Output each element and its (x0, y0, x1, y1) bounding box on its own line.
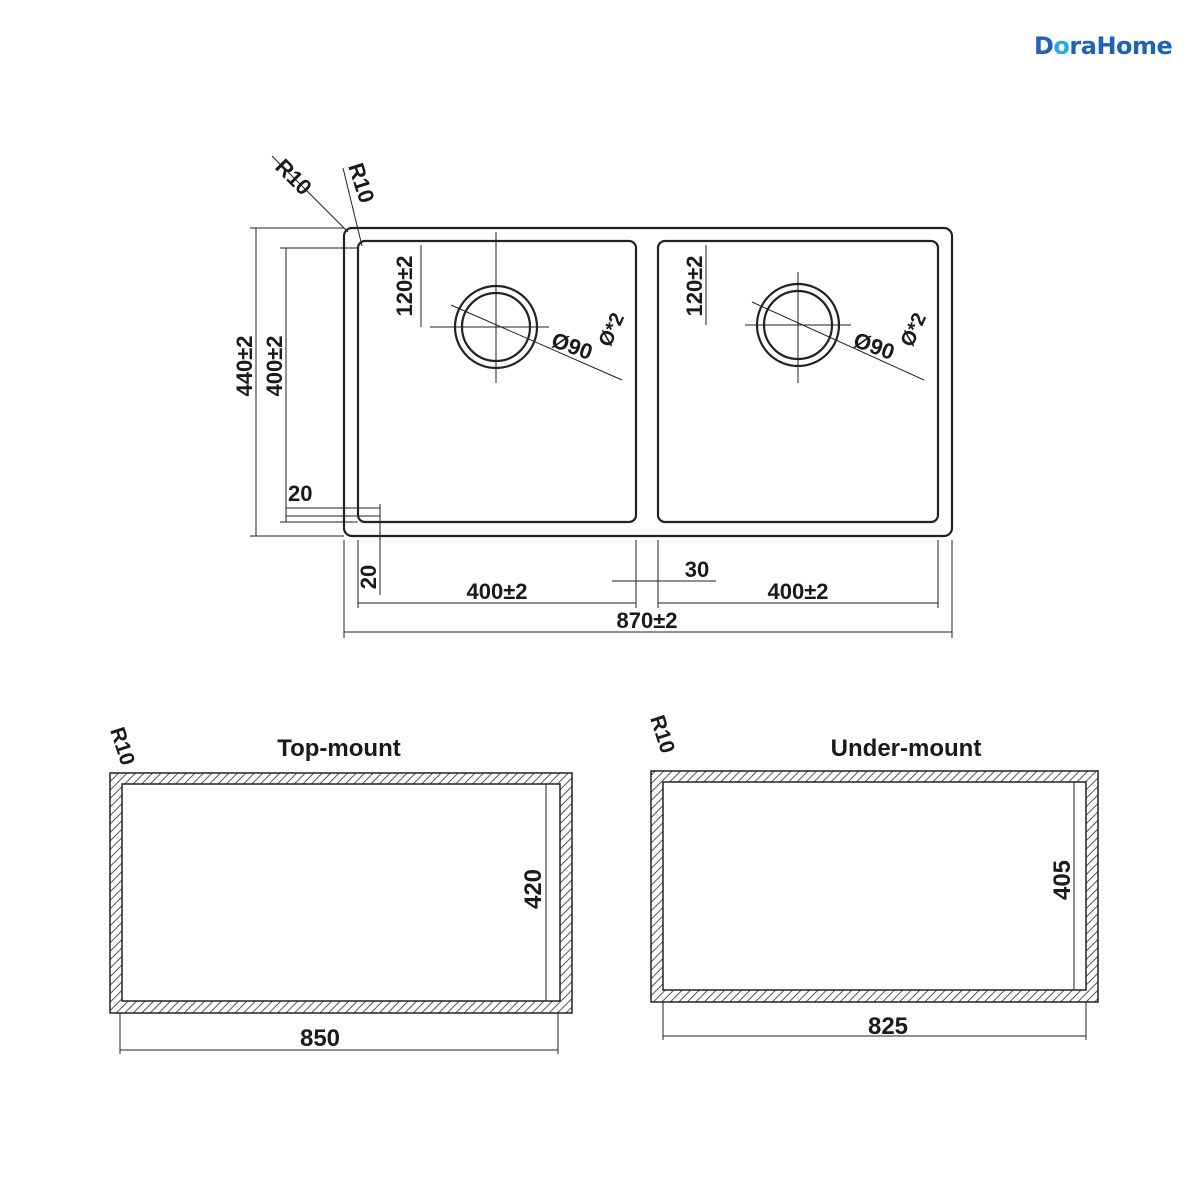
topmount-height-label: 420 (520, 869, 547, 909)
right-bowl (656, 239, 940, 524)
topmount-title: Top-mount (277, 735, 401, 762)
plan-rim-bottom-label: 20 (356, 565, 381, 589)
right-drain (745, 272, 925, 383)
plan-drain-sym-left-label: Ø*2 (595, 310, 630, 351)
plan-divider-width-label: 30 (685, 557, 709, 582)
undermount-height-label: 405 (1049, 860, 1076, 900)
plan-drain-offset-left-label: 120±2 (392, 255, 417, 316)
plan-corner-inner-label: R10 (343, 160, 379, 206)
topmount-corner-label: R10 (105, 724, 139, 768)
undermount-width-label: 825 (868, 1013, 908, 1040)
plan-drain-sym-right-label: Ø*2 (897, 310, 932, 351)
left-drain (430, 232, 623, 383)
plan-bowl-left-width-label: 400±2 (466, 579, 527, 604)
undermount-corner-label: R10 (645, 712, 679, 756)
plan-drain-offset-right-label: 120±2 (682, 255, 707, 316)
undermount-title: Under-mount (831, 735, 982, 762)
plan-rim-left-label: 20 (288, 481, 312, 506)
plan-total-width-label: 870±2 (616, 608, 677, 633)
plan-height-outer-label: 440±2 (232, 335, 257, 396)
plan-view: R10 R10 440±2 400±2 120±2 120±2 Ø90 Ø90 … (232, 154, 954, 638)
topmount-width-label: 850 (300, 1025, 340, 1052)
plan-drain-dia-right-label: Ø90 (850, 327, 898, 365)
left-bowl (356, 239, 638, 524)
plan-height-inner-label: 400±2 (262, 335, 287, 396)
undermount-hatched-border (650, 770, 1099, 1003)
undermount-cutout: Under-mount R10 405 825 (645, 712, 1099, 1040)
plan-drain-dia-left-label: Ø90 (548, 327, 596, 365)
sink-outer-rim (342, 226, 954, 538)
topmount-hatched-border (109, 772, 573, 1014)
plan-bowl-right-width-label: 400±2 (767, 579, 828, 604)
topmount-cutout: Top-mount R10 420 850 (105, 724, 573, 1054)
brand-logo: DoraHome (1034, 32, 1173, 60)
